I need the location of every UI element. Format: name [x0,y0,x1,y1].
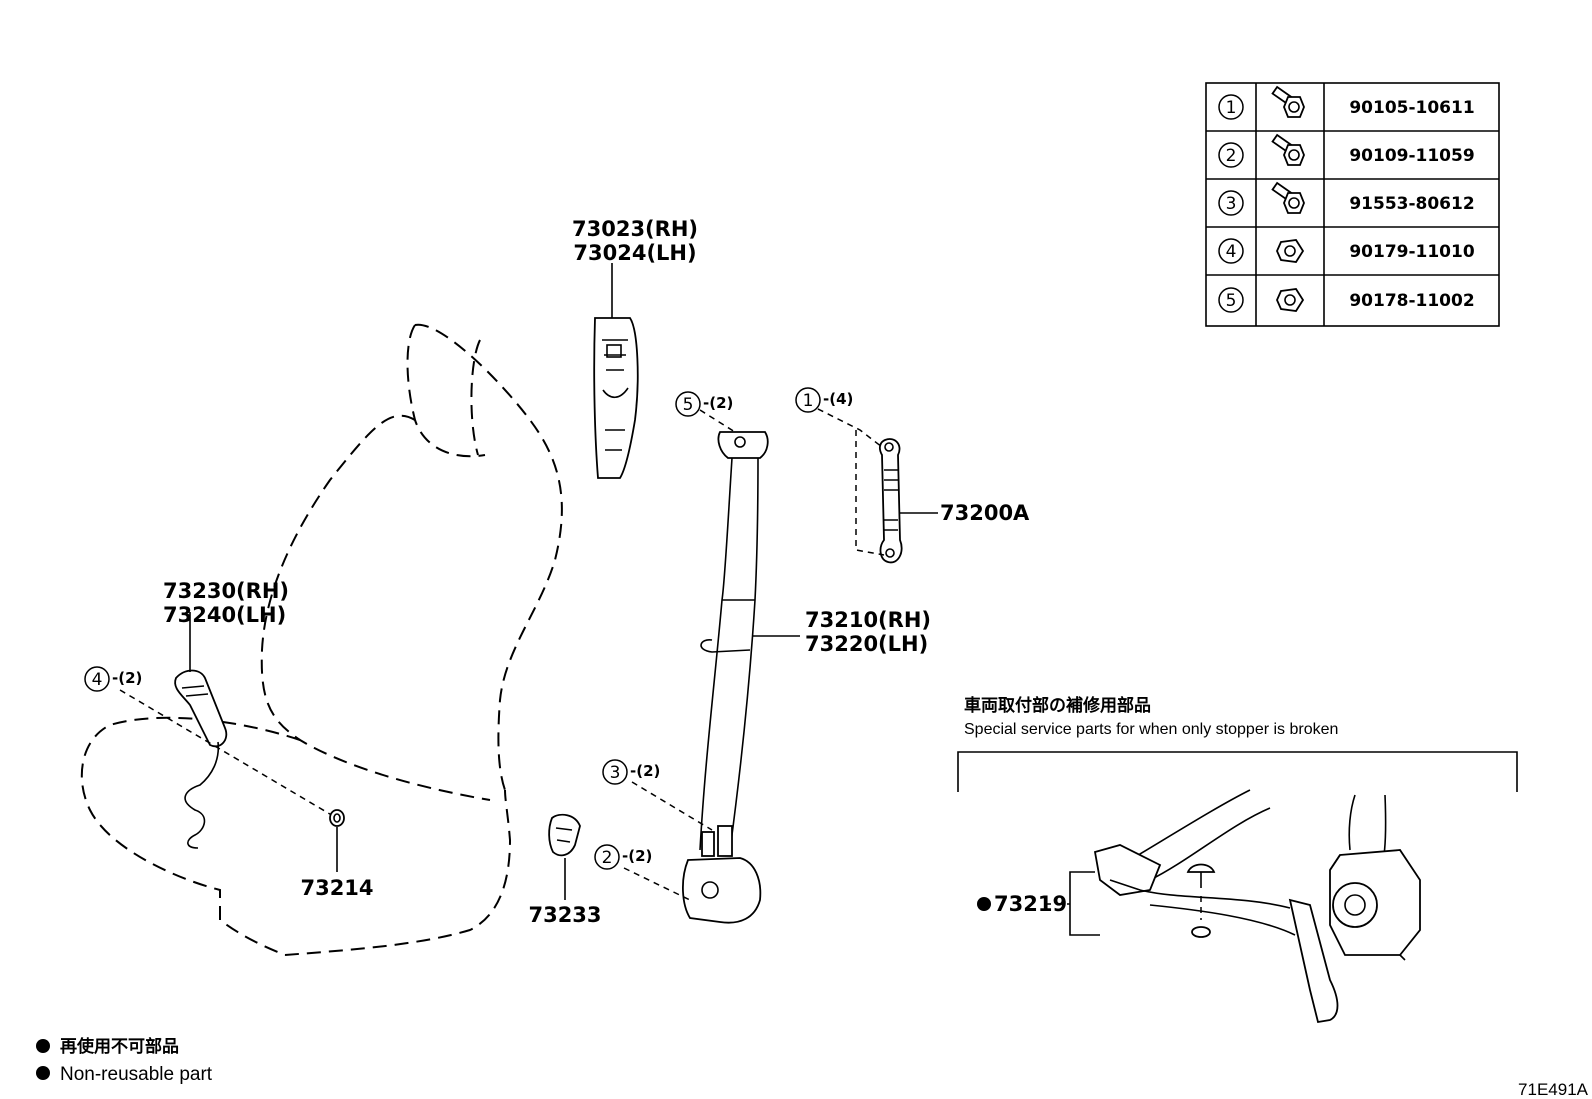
callout-ref: 4 [92,670,103,690]
part-label-73240: 73240(LH) [163,603,286,627]
part-label-73200a: 73200A [940,501,1030,525]
part-label-73024: 73024(LH) [573,241,696,265]
callout-ref: 2 [602,848,613,868]
table-row: 5 90178-11002 [1218,287,1475,313]
nut-icon [1276,288,1305,312]
part-number: 90105-10611 [1349,98,1474,118]
ref-number: 4 [1226,242,1237,262]
part-label-73233: 73233 [528,903,601,927]
anchor-part [807,403,938,564]
ref-number: 3 [1226,194,1237,214]
table-row: 1 90105-10611 [1218,85,1475,120]
callout-qty: -(2) [112,669,142,687]
callout-qty: -(2) [630,762,660,780]
part-number: 90179-11010 [1349,242,1475,262]
bolt-icon [1271,133,1305,166]
table-row: 4 90179-11010 [1218,238,1475,264]
ref-number: 5 [1226,291,1237,311]
table-row: 2 90109-11059 [1218,133,1475,168]
callout-qty: -(2) [622,847,652,865]
non-reusable-dot-icon [977,897,991,911]
part-label-73214: 73214 [300,876,373,900]
part-number: 91553-80612 [1349,194,1474,214]
callout-ref: 1 [803,391,814,411]
buckle-part [119,612,341,849]
bolt-icon [1271,85,1305,118]
ref-number: 2 [1226,146,1237,166]
part-number: 90109-11059 [1349,146,1474,166]
seat-belt-assembly [682,431,800,924]
pillar-cover-part [593,263,639,479]
callout-2: 2 -(2) [594,844,691,901]
callout-1: 1 -(4) [795,387,853,413]
bolt-icon [1271,181,1305,214]
diagram-code: 71E491A [1518,1080,1589,1099]
legend: 再使用不可部品 Non-reusable part [36,1036,213,1085]
callout-ref: 3 [610,763,621,783]
part-label-73230: 73230(RH) [163,579,289,603]
ref-number: 1 [1226,98,1237,118]
non-reusable-dot-icon [36,1039,50,1053]
callout-qty: -(2) [703,394,733,412]
legend-en: Non-reusable part [60,1064,213,1085]
nut-icon [1276,239,1305,263]
table-row: 3 91553-80612 [1218,181,1475,216]
callout-qty: -(4) [823,390,853,408]
callout-3: 3 -(2) [602,759,713,831]
washer-part [329,809,345,872]
callout-ref: 5 [683,395,694,415]
special-parts-section: 車両取付部の補修用部品 Special service parts for wh… [957,695,1518,1024]
part-label-73219: 73219 [994,892,1067,916]
part-number: 90178-11002 [1349,291,1474,311]
part-label-73023: 73023(RH) [572,217,698,241]
callout-4: 4 -(2) [84,666,142,692]
special-title-jp: 車両取付部の補修用部品 [964,695,1151,715]
part-label-73210: 73210(RH) [805,608,931,632]
seat-outline [80,323,563,956]
legend-jp: 再使用不可部品 [60,1036,179,1056]
cover-part [548,813,581,900]
parts-table: 1 90105-10611 2 90109-11059 3 [1205,82,1500,327]
callout-5: 5 -(2) [675,391,736,433]
part-label-73220: 73220(LH) [805,632,928,656]
special-title-en: Special service parts for when only stop… [964,721,1338,738]
non-reusable-dot-icon [36,1066,50,1080]
